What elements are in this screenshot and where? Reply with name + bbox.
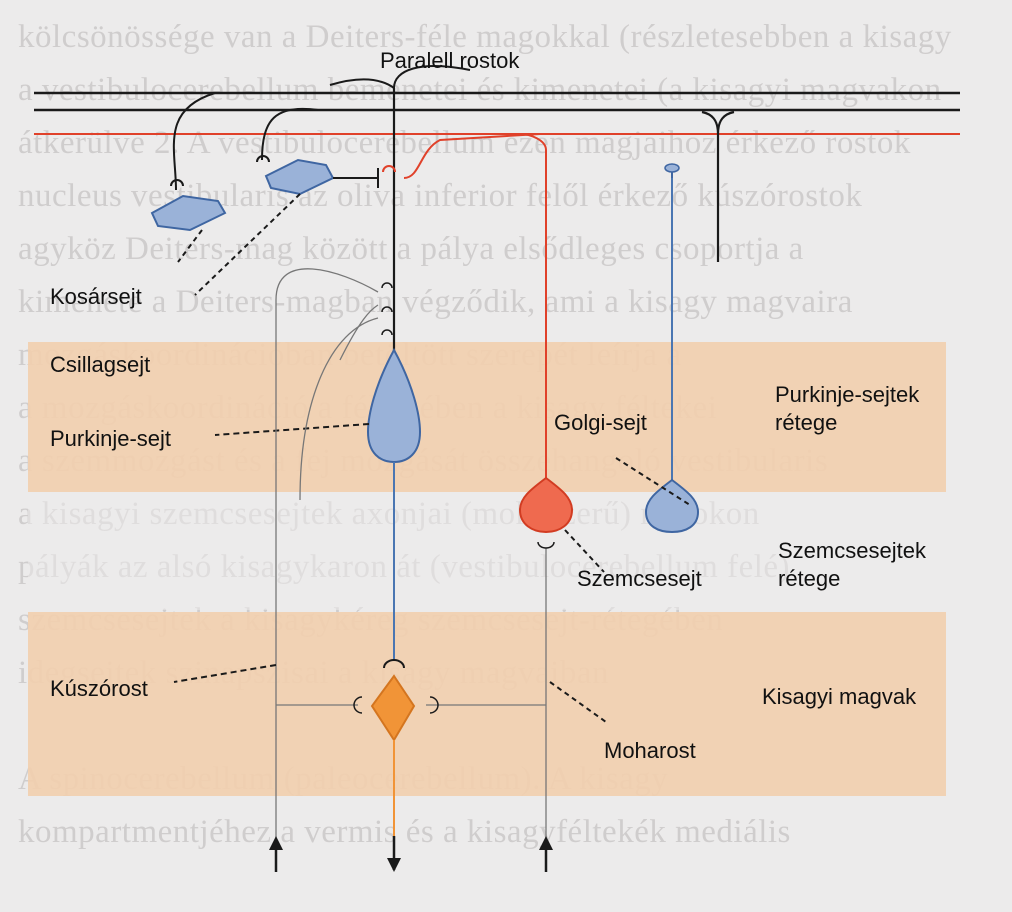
background-text-line: kompartmentjéhez a vermis és a kisagyfél…	[18, 814, 791, 850]
granule-cell-axon	[519, 133, 547, 484]
basket-cell-body	[150, 194, 227, 232]
label-granular-layer-1: Szemcsesejtek	[778, 538, 926, 563]
background-text-line: kimenete a Deiters-magban végződik, ami …	[18, 284, 853, 320]
label-purkinje-sejt: Purkinje-sejt	[50, 426, 172, 451]
label-purkinje-layer-1: Purkinje-sejtek	[775, 382, 920, 407]
label-paralell-rostok: Paralell rostok	[380, 48, 520, 73]
label-kuszorost: Kúszórost	[50, 676, 148, 701]
stellate-cell-body	[264, 158, 335, 196]
basket-cell-dendrite	[172, 92, 216, 191]
label-szemcsesejt: Szemcsesejt	[577, 566, 702, 591]
label-kosarsejt: Kosársejt	[50, 284, 142, 309]
background-text-line: a vestibulocerebellum bemenetei és kimen…	[18, 72, 942, 108]
label-granular-layer-2: rétege	[778, 566, 841, 591]
granule-cell-body	[518, 476, 574, 534]
background-text-line: kölcsönössége van a Deiters-féle magokka…	[18, 19, 952, 55]
background-text-line: nucleus vestibularis az oliva inferior f…	[18, 178, 863, 214]
nuclei-layer-band	[28, 612, 946, 796]
label-kisagyi-magvak: Kisagyi magvak	[762, 684, 917, 709]
granular-layer-band	[28, 492, 946, 610]
golgi-cell-body	[644, 478, 700, 534]
purkinje-layer-band	[28, 342, 946, 492]
label-csillagsejt: Csillagsejt	[50, 352, 151, 377]
climbing-fiber	[275, 268, 379, 872]
golgi-dendrite-branch	[403, 133, 541, 179]
label-purkinje-layer-2: rétege	[775, 410, 838, 435]
background-text-line: átkerülve 2. A vestibulocerebellum ezen …	[18, 125, 911, 161]
label-golgi-sejt: Golgi-sejt	[554, 410, 647, 435]
stellate-cell-dendrite	[261, 107, 319, 161]
label-moharost: Moharost	[604, 738, 696, 763]
